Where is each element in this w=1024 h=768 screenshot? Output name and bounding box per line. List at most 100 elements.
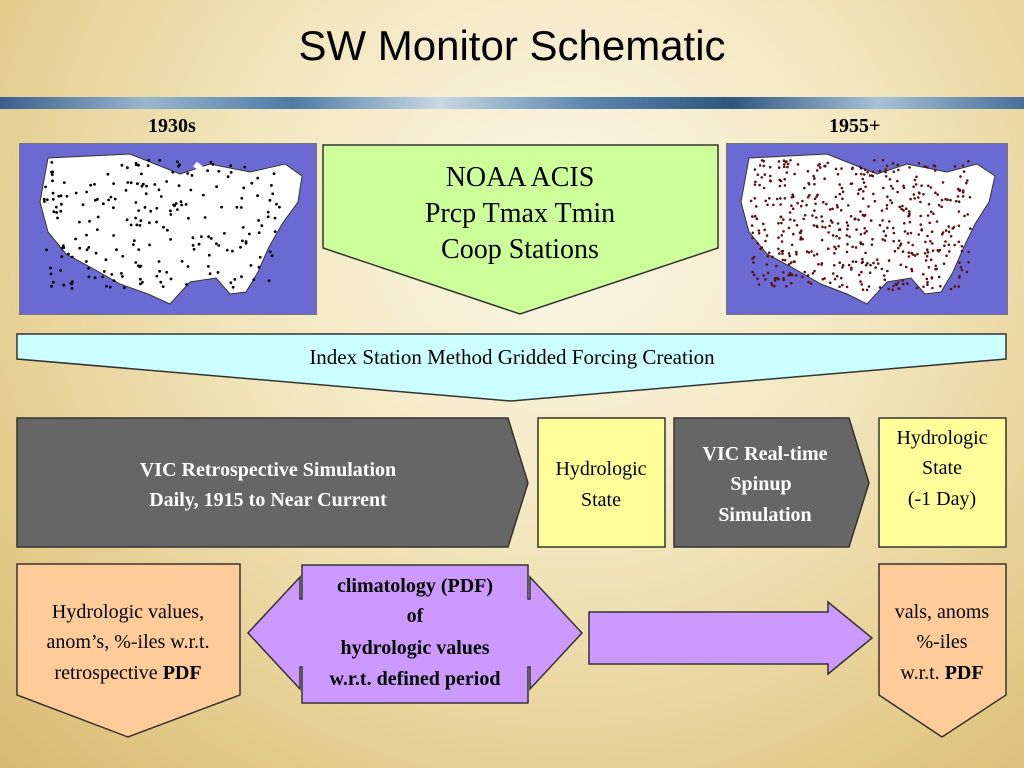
us-map-1930s-graphic [20,144,316,314]
station-dot [896,190,899,194]
station-dot [929,240,932,243]
station-dot [908,220,912,224]
station-dot [191,236,195,239]
station-dot [859,280,862,283]
station-dot [871,170,875,174]
station-dot [766,255,770,258]
station-dot [761,222,765,226]
station-dot [753,168,757,171]
station-dot [139,219,143,223]
climatology-line2: of [407,605,424,627]
station-dot [177,165,180,168]
station-dot [896,179,899,183]
station-dot [201,193,205,197]
station-dot [926,166,929,169]
station-dot [783,197,787,200]
station-dot [888,178,892,181]
station-dot [931,286,934,290]
station-dot [145,184,148,188]
station-dot [854,260,858,264]
station-dot [936,249,940,252]
station-dot [134,216,137,220]
station-dot [780,221,783,225]
station-dot [864,185,867,189]
station-dot [225,248,229,252]
station-dot [148,243,152,247]
station-dot [169,277,173,281]
station-dot [755,217,759,220]
station-dot [911,243,914,247]
station-dot [88,219,91,223]
station-dot [57,194,61,198]
station-dot [801,237,804,241]
station-dot [59,194,63,198]
station-dot [828,224,831,228]
station-dot [159,280,163,284]
station-dot [785,171,789,174]
station-dot [61,244,65,248]
station-dot [909,231,913,235]
station-dot [803,213,807,217]
station-dot [783,184,787,187]
station-dot [239,206,243,209]
station-dot [155,274,159,278]
station-dot [850,266,853,270]
station-dot [129,181,133,185]
station-dot [782,271,785,274]
station-dot [96,197,99,201]
station-dot [846,243,849,246]
station-dot [803,186,806,190]
station-dot [44,185,47,189]
station-dot [838,237,841,240]
climatology-line1: climatology (PDF) [337,575,493,597]
station-dot [833,264,836,267]
station-dot [85,260,88,263]
us-map-1955-graphic [727,144,1007,314]
station-dot [922,272,925,276]
station-dot [863,168,867,171]
station-dot [112,234,115,237]
station-dot [137,264,140,268]
station-dot [957,224,961,228]
right-box-line3: w.r.t. PDF [900,662,983,684]
station-dot [814,202,817,206]
station-dot [768,165,772,169]
station-dot [835,234,838,238]
station-dot [862,173,866,176]
decorative-band [0,97,1024,109]
station-dot [815,169,819,172]
station-dot [846,224,850,227]
station-dot [923,252,927,255]
station-dot [914,183,918,186]
station-dot [760,246,764,249]
station-dot [803,270,807,274]
station-dot [102,202,105,206]
left-box-line1: Hydrologic values, [52,601,204,623]
station-dot [791,207,795,210]
station-dot [788,254,791,258]
station-dot [74,191,78,195]
station-dot [960,244,964,248]
station-dot [87,275,91,279]
station-dot [967,250,970,254]
station-dot [764,199,767,203]
station-dot [189,188,193,192]
station-dot [833,252,836,255]
station-dot [242,186,246,190]
station-dot [179,200,183,204]
station-dot [241,226,245,229]
station-dot [897,168,900,172]
station-dot [815,224,818,228]
station-dot [782,277,785,280]
station-dot [241,239,244,243]
station-dot [813,182,816,186]
climatology-line4: w.r.t. defined period [330,668,501,690]
station-dot [898,244,902,247]
station-dot [158,269,162,273]
station-dot [52,210,56,214]
station-dot [959,265,963,269]
station-dot [969,227,972,230]
station-dot [260,224,264,227]
station-dot [94,251,98,255]
vic-retrospective-box: VIC Retrospective Simulation Daily, 1915… [16,417,529,548]
